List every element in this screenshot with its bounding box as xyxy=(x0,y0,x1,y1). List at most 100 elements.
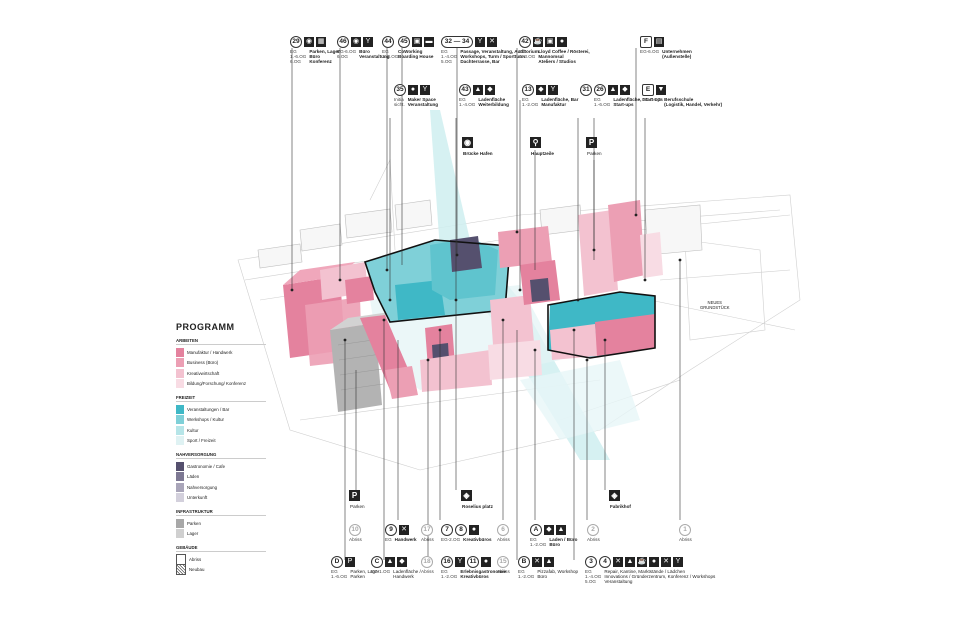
building-number: 13 xyxy=(522,84,534,96)
legend-swatch xyxy=(176,404,184,414)
cocktail-icon: Y xyxy=(475,37,485,47)
program: Büro Veranstaltung xyxy=(359,49,390,60)
building-number: 26 xyxy=(594,84,606,96)
floors: EG-6.OG 6.OG xyxy=(337,49,357,60)
legend-item: Lager xyxy=(176,529,266,540)
building-number: C xyxy=(371,556,383,568)
program: Passage, Veranstaltung, Auditorium Works… xyxy=(460,49,539,65)
legend-swatch xyxy=(176,518,184,528)
tag-15: 15 Abriss xyxy=(497,556,510,574)
program: Maker Space Veranstaltung xyxy=(407,97,439,108)
legend-swatch xyxy=(176,493,184,503)
legend-section-title: GEBÄUDE xyxy=(176,545,266,552)
building-3-4 xyxy=(547,291,656,360)
leader-lines xyxy=(291,48,681,560)
legend-swatch xyxy=(176,415,184,425)
tag-44: 44 EG 1.-4.OG xyxy=(382,36,398,59)
label-parken-low: Parken xyxy=(350,504,365,509)
building-number: 45 xyxy=(398,36,410,48)
floors: EG-1.OG xyxy=(371,569,391,574)
legend-label: Unterkunft xyxy=(187,495,208,501)
building-number: 1 xyxy=(679,524,691,536)
legend-swatch xyxy=(176,553,186,565)
status: Abriss xyxy=(349,537,362,542)
floors: EG 1.-6.OG xyxy=(594,97,611,108)
legend-label: Werkshops / Kultur xyxy=(187,417,225,423)
floors: EG 1.-2.OG xyxy=(441,569,458,580)
floors: Initia sicht. xyxy=(394,97,405,108)
building-number-2: 8 xyxy=(455,524,467,536)
coffee-icon: ☕ xyxy=(533,37,543,47)
floors: EG 1.-4.OG xyxy=(459,97,476,108)
building-42-13 xyxy=(498,226,560,305)
tag-45: 45▣▬ CoWorking Boarding House xyxy=(398,36,434,59)
building-number: 44 xyxy=(382,36,394,48)
program: Lloyd Coffee / Rösterei, Mannomsal Ateli… xyxy=(538,49,590,65)
legend-swatch xyxy=(176,368,184,378)
tools-icon: ✕ xyxy=(613,557,623,567)
building-number: 42 xyxy=(519,36,531,48)
building-number: 43 xyxy=(459,84,471,96)
speech-bubble-icon: ◉ xyxy=(304,37,314,47)
building-number: 29 xyxy=(290,36,302,48)
legend-item: Veranstaltungen / Bar xyxy=(176,404,266,415)
legend-label: Veranstaltungen / Bar xyxy=(187,406,230,412)
legend-label: Gastronomie / Cafe xyxy=(187,463,226,469)
speech-bubble-icon: ◉ xyxy=(351,37,361,47)
legend-label: Kultur xyxy=(187,427,199,433)
floors: EG-6.OG xyxy=(640,49,660,54)
warehouse-icon: ▦ xyxy=(316,37,326,47)
building-32-34 xyxy=(363,236,511,323)
bulb-icon: ● xyxy=(481,557,491,567)
program: CoWorking Boarding House xyxy=(398,49,434,60)
legend-label: Parken xyxy=(187,520,201,526)
legend-swatch xyxy=(176,425,184,435)
legend-swatch xyxy=(176,436,184,446)
bed-icon: ▬ xyxy=(424,37,434,47)
building-number: 9 xyxy=(385,524,397,536)
program: Berufsschule (Logistik, Handel, Verkehr) xyxy=(664,97,723,108)
status: Abriss xyxy=(421,537,434,542)
building-number: 7 xyxy=(441,524,453,536)
building-number: 10 xyxy=(349,524,361,536)
legend-item: Werkshops / Kultur xyxy=(176,415,266,426)
tag-6: 6 Abriss xyxy=(497,524,510,542)
legend-item: Kultur xyxy=(176,425,266,436)
building-number: 31 xyxy=(580,84,592,96)
label-bruecke-hafen: Brücke Hafen xyxy=(463,151,493,156)
program: Pizzafab, Workshop Büro xyxy=(537,569,579,580)
floors: EG xyxy=(385,537,392,542)
building-number: A xyxy=(530,524,542,536)
cocktail-icon: Y xyxy=(673,557,683,567)
program: Ladenfläche / Handwerk xyxy=(393,569,421,580)
coffee-icon: ☕ xyxy=(637,557,647,567)
building-number: D xyxy=(331,556,343,568)
program: Erlebnisgastronomie Kreativbüros xyxy=(460,569,507,580)
leader-dots xyxy=(290,213,682,362)
legend-item: Parken xyxy=(176,518,266,529)
tools-icon: ✕ xyxy=(661,557,671,567)
legend-item: Neubau xyxy=(176,564,266,576)
building-number: 16 xyxy=(441,556,453,568)
lock-icon: ▲ xyxy=(608,85,618,95)
bulb-icon: ● xyxy=(469,525,479,535)
program: Laden / Büro Büro xyxy=(549,537,578,548)
lock-icon: ▲ xyxy=(385,557,395,567)
legend-swatch xyxy=(176,347,184,357)
legend-section-title: INFRASTRUKTUR xyxy=(176,509,266,516)
parking-icon: P xyxy=(349,490,360,501)
legend-swatch xyxy=(176,529,184,539)
bulb-icon: ● xyxy=(649,557,659,567)
program: Unternehmen (Außenstelle) xyxy=(662,49,692,60)
